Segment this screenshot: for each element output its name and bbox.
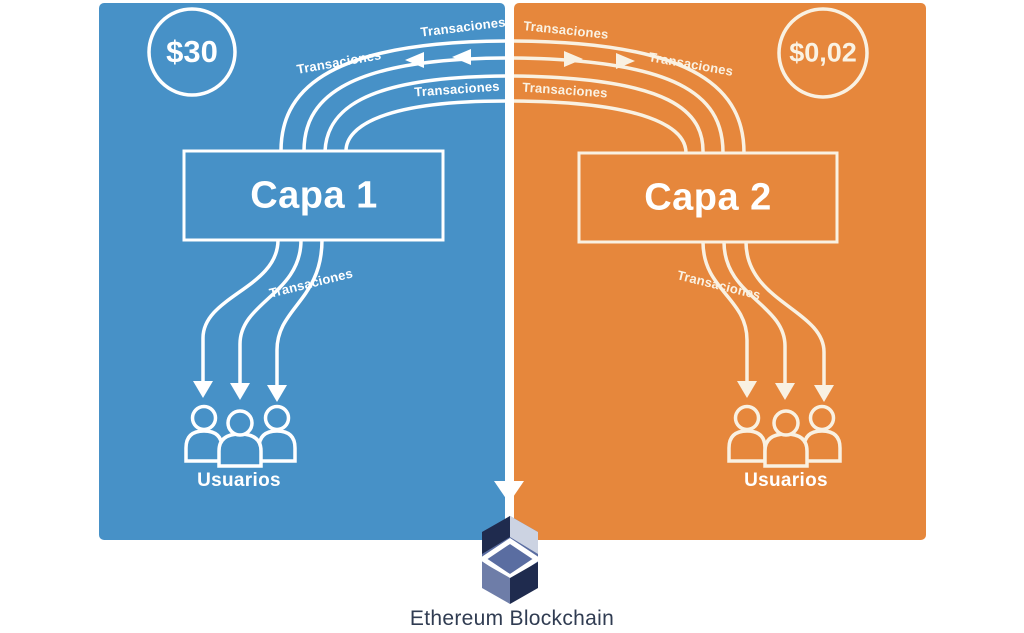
cost-badge-right: $0,02: [789, 37, 857, 68]
down-arrowhead-icon: [775, 383, 795, 400]
cost-badge-left: $30: [166, 34, 218, 69]
ethereum-blockchain-caption: Ethereum Blockchain: [409, 607, 615, 630]
layer2-incoming-curves: [513, 39, 746, 154]
capa1-label: Capa 1: [250, 174, 378, 217]
down-arrowhead-icon: [193, 381, 213, 398]
down-arrowhead-icon: [814, 385, 834, 402]
capa1-box: [182, 149, 445, 242]
left-arrowhead-icon: [405, 52, 424, 68]
divider-down-arrow-icon: [494, 481, 524, 503]
layer1-user-curves: [193, 239, 324, 402]
down-arrowhead-icon: [737, 381, 757, 398]
capa2-box: [577, 151, 839, 244]
right-arrowhead-icon: [564, 51, 583, 67]
down-arrowhead-icon: [267, 385, 287, 402]
usuarios-label-right: Usuarios: [744, 470, 828, 491]
cost-badge-circle-right: [777, 7, 869, 99]
layer1-outgoing-curves: [279, 39, 506, 152]
users-icon: [727, 404, 842, 468]
ethereum-logo-icon: [478, 516, 542, 604]
usuarios-label-left: Usuarios: [197, 470, 281, 491]
down-arrowhead-icon: [230, 383, 250, 400]
users-icon: [184, 404, 297, 468]
capa2-label: Capa 2: [644, 176, 772, 219]
cost-badge-circle-left: [147, 7, 237, 97]
right-arrowhead-icon: [616, 53, 635, 69]
layer2-user-curves: [701, 241, 834, 402]
left-arrowhead-icon: [452, 49, 471, 65]
